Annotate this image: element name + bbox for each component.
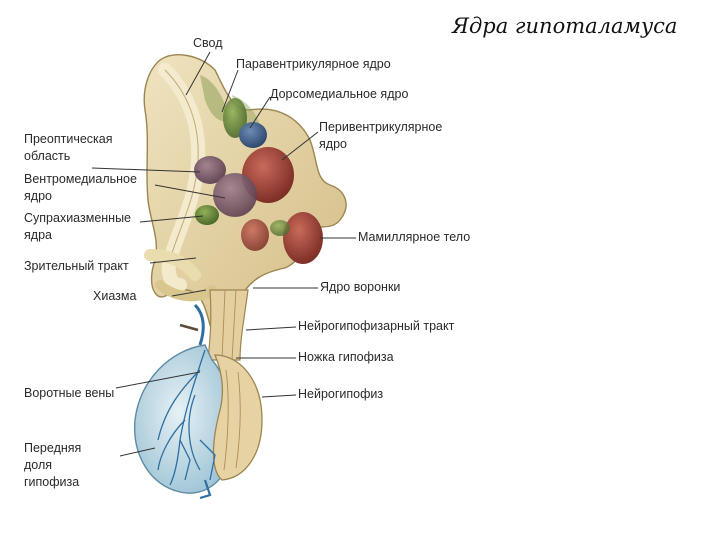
label-preoptic-1: Преоптическая xyxy=(24,132,113,146)
slide-title: Ядра гипоталамуса xyxy=(452,14,678,38)
label-preoptic-2: область xyxy=(24,149,71,163)
label-optic-tract: Зрительный тракт xyxy=(24,259,129,273)
label-neurohypophysis: Нейрогипофиз xyxy=(298,387,384,401)
label-infundibular: Ядро воронки xyxy=(320,280,401,294)
portal-capillaries xyxy=(157,349,216,486)
label-suprachiasmatic-1: Супрахиазменные xyxy=(24,211,132,225)
preoptic-area xyxy=(194,156,226,184)
label-svod: Свод xyxy=(193,36,223,50)
dorsomedial-nucleus xyxy=(239,122,267,148)
neurohypophysis xyxy=(212,354,263,481)
label-ventromedial-2: ядро xyxy=(24,189,52,203)
paraventricular-nucleus xyxy=(223,98,247,138)
label-anterior-1: Передняя xyxy=(24,441,82,455)
label-neurohypophyseal-tract: Нейрогипофизарный тракт xyxy=(298,319,455,333)
pituitary-stalk xyxy=(207,289,249,361)
mamillary-body xyxy=(283,212,323,264)
suprachiasmatic-nucleus xyxy=(195,205,219,225)
label-suprachiasmatic-2: ядра xyxy=(24,228,52,242)
chiasm xyxy=(155,280,217,302)
label-periventricular-2: ядро xyxy=(319,137,347,151)
ventromedial-nucleus xyxy=(213,173,257,217)
label-chiasm: Хиазма xyxy=(93,289,137,303)
label-paraventricular: Паравентрикулярное ядро xyxy=(236,57,391,71)
label-anterior-2: доля xyxy=(24,458,53,472)
label-dorsomedial: Дорсомедиальное ядро xyxy=(270,87,409,101)
label-ventromedial-1: Вентромедиальное xyxy=(24,172,137,186)
leader-lines xyxy=(91,51,356,457)
label-anterior-3: гипофиза xyxy=(24,475,80,489)
label-periventricular-1: Перивентрикулярное xyxy=(319,120,443,134)
label-stalk: Ножка гипофиза xyxy=(298,350,394,364)
label-mamillary: Мамиллярное тело xyxy=(358,230,471,244)
infundibular-nucleus xyxy=(241,219,269,251)
label-portal-veins: Воротные вены xyxy=(24,386,115,400)
